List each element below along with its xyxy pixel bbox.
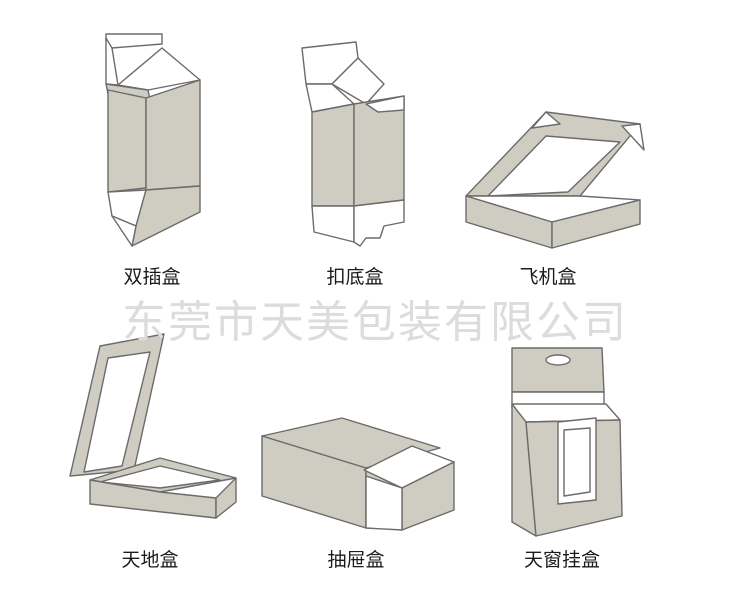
label-window-hang-box: 天窗挂盒 xyxy=(523,549,601,571)
drawer-box-drawing xyxy=(261,417,455,531)
label-drawer-box: 抽屉盒 xyxy=(327,549,385,571)
label-tuck-end-box: 双插盒 xyxy=(123,266,181,288)
tuck-end-box-drawing xyxy=(105,33,201,247)
lock-bottom-box-drawing xyxy=(301,41,405,247)
label-lid-base-box: 天地盒 xyxy=(121,549,179,571)
company-watermark: 东莞市天美包装有限公司 xyxy=(122,297,628,348)
window-hang-box-drawing xyxy=(511,347,623,537)
label-mailer-box: 飞机盒 xyxy=(519,266,577,288)
lid-base-box-drawing xyxy=(69,333,237,519)
mailer-box-drawing xyxy=(465,111,645,249)
label-lock-bottom-box: 扣底盒 xyxy=(326,266,384,288)
